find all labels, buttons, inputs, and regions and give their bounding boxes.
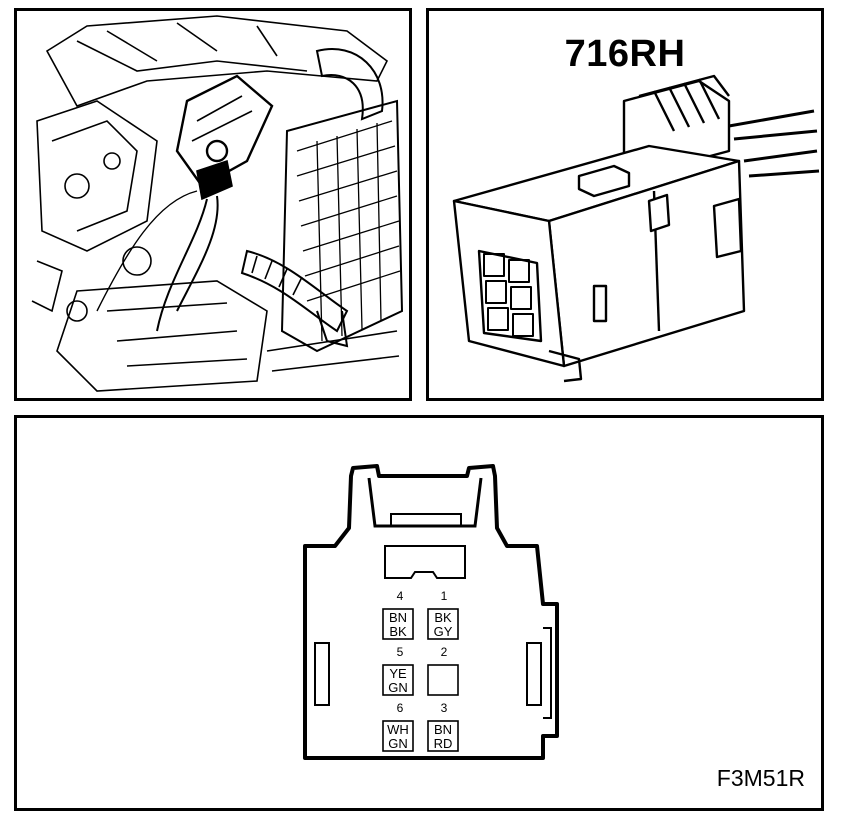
pin-6-number: 6 [397, 701, 404, 715]
figure-id: F3M51R [716, 765, 805, 791]
pin-2-number: 2 [441, 645, 448, 659]
pin-6-color2: GN [388, 736, 408, 751]
engine-bay-drawing [31, 15, 404, 392]
pin-3-cavity [427, 720, 459, 752]
connector-3d-drawing [452, 74, 820, 383]
pin-5-number: 5 [397, 645, 404, 659]
pin-1-color2: GY [434, 624, 453, 639]
connector-3d-panel: 716RH [426, 8, 824, 401]
pin-6-cavity [382, 720, 414, 752]
pin-3-number: 3 [441, 701, 448, 715]
location-illustration-panel [14, 8, 412, 401]
connector-pinout-panel: 4 BN BK 1 BK GY 5 YE GN 2 6 WH GN 3 BN R… [14, 415, 824, 811]
pinout-drawing: 4 BN BK 1 BK GY 5 YE GN 2 6 WH GN 3 BN R… [303, 464, 559, 760]
connector-name: 716RH [564, 33, 686, 75]
pin-4-cavity [382, 608, 414, 640]
pin-4-color2: BK [389, 624, 407, 639]
pin-1-number: 1 [441, 589, 448, 603]
pin-5-cavity [382, 664, 414, 696]
pin-6-color1: WH [387, 722, 409, 737]
pin-3-color1: BN [434, 722, 452, 737]
pin-2-cavity [427, 664, 459, 696]
pin-4-color1: BN [389, 610, 407, 625]
pin-4-number: 4 [397, 589, 404, 603]
pin-1-color1: BK [434, 610, 452, 625]
pin-5-color1: YE [389, 666, 407, 681]
pin-3-color2: RD [434, 736, 453, 751]
pin-5-color2: GN [388, 680, 408, 695]
pin-1-cavity [427, 608, 459, 640]
